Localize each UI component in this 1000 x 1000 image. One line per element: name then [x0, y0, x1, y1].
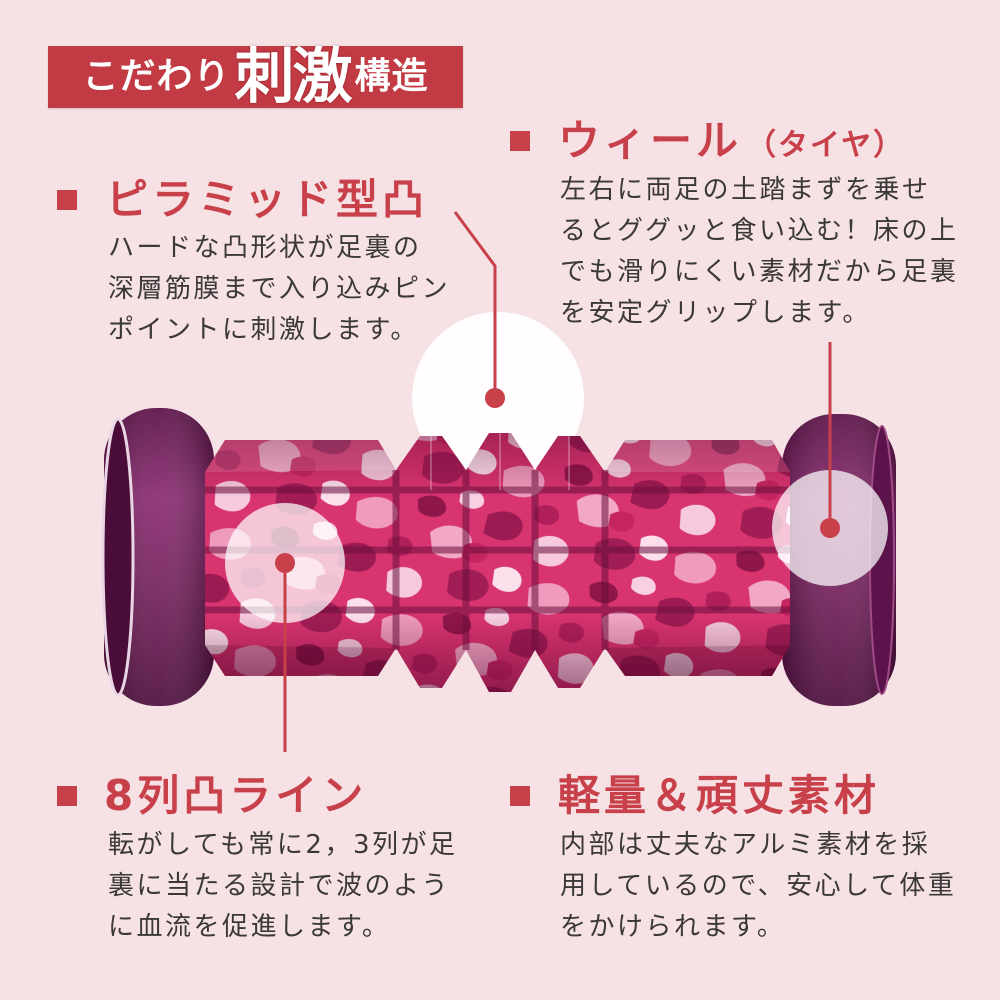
description-line: を安定グリップします。 [560, 298, 871, 328]
square-bullet-icon [510, 786, 530, 806]
description-line: に血流を促進します。 [108, 912, 391, 942]
callout-line-pyramid [453, 211, 497, 398]
description-line: 内部は丈夫なアルミ素材を採 [560, 830, 931, 860]
description-line: ハードな凸形状が足裏の [108, 233, 422, 263]
description-line: をかけられます。 [560, 912, 786, 942]
square-bullet-icon [57, 786, 77, 806]
heading-material: 軽量＆頑丈素材 [558, 771, 881, 820]
red-dot-icon [485, 388, 505, 408]
title-badge: こだわり 刺激 構造 [48, 46, 463, 108]
description-line: るとググッと食い込む！床の上 [560, 216, 959, 246]
square-bullet-icon [57, 190, 77, 210]
description-pyramid: ハードな凸形状が足裏の 深層筋膜まで入り込みピン ポイントに刺激します。 [108, 228, 450, 351]
red-dot-icon [820, 518, 840, 538]
red-dot-icon [275, 553, 295, 573]
heading-wheel: ウィール（タイヤ） [558, 117, 905, 165]
heading-wheel-sub: （タイヤ） [746, 128, 906, 163]
description-wheel: 左右に両足の土踏まずを乗せ るとググッと食い込む！床の上 でも滑りにくい素材だか… [560, 170, 958, 334]
left-wheel [101, 408, 214, 706]
heading-wheel-main: ウィール [558, 116, 743, 165]
roller-body [205, 433, 790, 692]
description-line: 左右に両足の土踏まずを乗せ [560, 175, 931, 205]
description-line: 用しているので、安心して体重 [560, 871, 957, 901]
badge-suffix: 構造 [354, 56, 429, 97]
description-line: 転がしても常に2，3列が足 [108, 830, 458, 860]
description-line: 裏に当たる設計で波のよう [108, 871, 451, 901]
description-line: ポイントに刺激します。 [108, 315, 419, 345]
square-bullet-icon [510, 131, 530, 151]
description-rows: 転がしても常に2，3列が足 裏に当たる設計で波のよう に血流を促進します。 [108, 825, 458, 948]
badge-prefix: こだわり [82, 56, 231, 97]
description-line: 深層筋膜まで入り込みピン [108, 274, 451, 304]
description-material: 内部は丈夫なアルミ素材を採 用しているので、安心して体重 をかけられます。 [560, 825, 956, 948]
badge-emphasis: 刺激 [234, 42, 353, 112]
heading-pyramid: ピラミッド型凸 [106, 175, 429, 224]
description-line: でも滑りにくい素材だから足裏 [560, 257, 959, 287]
heading-rows: 8列凸ライン [104, 771, 368, 820]
